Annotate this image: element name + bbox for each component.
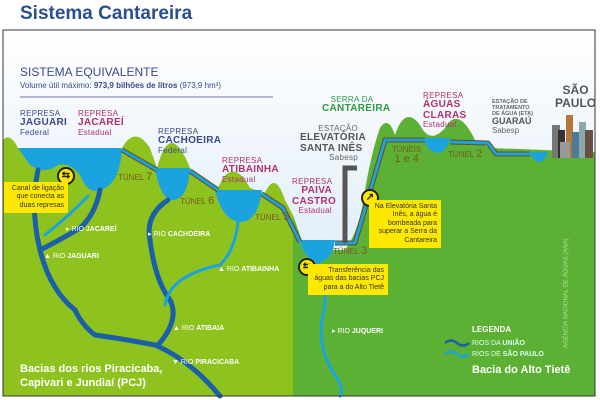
river-atibaia-label: ▲ RIO ATIBAIA (173, 325, 225, 332)
river-juqueri-label: ▸ RIO JUQUERI (332, 328, 383, 335)
river-jaguari-label: ▲ RIO JAGUARI (44, 253, 99, 260)
tunel-2-label: TÚNEL 2 (448, 148, 483, 160)
rivers (31, 167, 344, 399)
ana-credit: AGÊNCIA NACIONAL DE ÁGUAS (ANA) (563, 238, 570, 348)
page-title: Sistema Cantareira (20, 3, 193, 24)
river-piracicaba-label: ▼ RIO PIRACICABA (172, 359, 240, 366)
basin-pcj-label: Bacias dos rios Piracicaba,Capivari e Ju… (20, 363, 163, 390)
legend-rios-sao-paulo: RIOS DE SÃO PAULO (472, 351, 544, 358)
legend-swatches (444, 339, 470, 358)
volume-prefix: Volume útil máximo: (20, 81, 92, 90)
river-jacarei-label: ▸ RIO JACAREÍ (66, 226, 117, 233)
frame (2, 29, 596, 397)
volume-suffix: (973,9 hm³) (179, 81, 222, 90)
tunel-5-label: TÚNEL 5 (255, 211, 290, 223)
tunel-3-label: TÚNEL 3 (333, 245, 368, 257)
elevatoria-tower (342, 165, 357, 243)
sao-paulo-skyline (552, 115, 593, 158)
legend-title: LEGENDA (472, 325, 512, 334)
volume-value: 973,9 bilhões de litros (93, 81, 178, 90)
volume-text: Volume útil máximo: 973,9 bilhões de lit… (20, 81, 222, 90)
pipeline (120, 137, 530, 246)
note-transferencia: Transferência das águas das bacias PCJ p… (308, 264, 388, 296)
note-elevatoria: Na Elevatória Santa Inês, a água é bombe… (369, 200, 441, 248)
river-atibainha-label: ▲ RIO ATIBAINHA (218, 266, 280, 273)
tunel-6-label: TÚNEL 6 (180, 195, 215, 207)
sistema-equivalente-heading: SISTEMA EQUIVALENTE (20, 65, 159, 79)
note-canal: Canal de ligação que conecta as duas rep… (4, 182, 68, 214)
reservoirs (18, 138, 548, 262)
tunel-7-label: TÚNEL 7 (118, 171, 153, 183)
legend-rios-uniao: RIOS DA UNIÃO (472, 340, 525, 347)
basin-alto-tiete-label: Bacia do Alto Tietê (472, 364, 571, 376)
tiete-ground (293, 117, 595, 396)
river-cachoeira-label: ▸ RIO CACHOEIRA (148, 231, 211, 238)
